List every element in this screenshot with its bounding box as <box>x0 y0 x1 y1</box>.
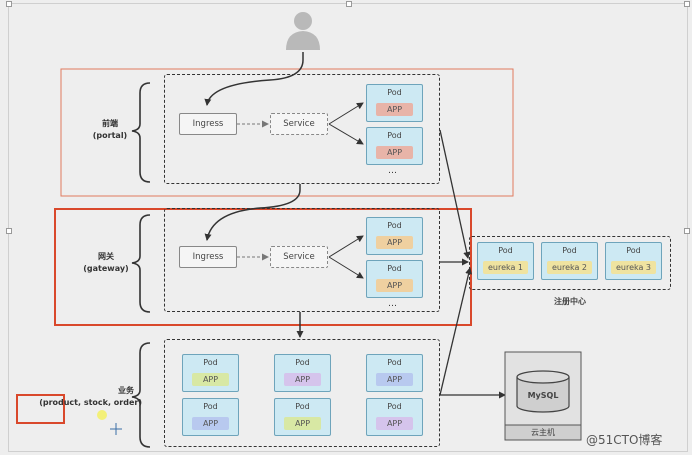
app-badge: APP <box>284 417 321 430</box>
pod-label: Pod <box>387 264 402 273</box>
gateway-brace <box>131 214 151 313</box>
portal-more-pods: … <box>388 166 397 176</box>
business-namespace <box>164 339 440 447</box>
pod-label: Pod <box>626 246 641 255</box>
gateway-ingress-node[interactable]: Ingress <box>179 246 237 268</box>
portal-service-node[interactable]: Service <box>270 113 328 135</box>
eureka-instance-badge: eureka 2 <box>547 261 592 274</box>
business-pod-3[interactable]: Pod APP <box>366 354 423 392</box>
app-badge: APP <box>192 417 229 430</box>
resize-handle-top-center[interactable] <box>346 1 352 7</box>
business-pod-4[interactable]: Pod APP <box>182 398 239 436</box>
eureka-pod-1[interactable]: Pod eureka 1 <box>477 242 534 280</box>
app-badge: APP <box>376 103 413 116</box>
portal-namespace <box>164 74 440 184</box>
gateway-pod-2[interactable]: Pod APP <box>366 260 423 298</box>
user-icon <box>286 12 320 50</box>
pod-label: Pod <box>387 358 402 367</box>
eureka-registry-cluster <box>469 236 671 290</box>
resize-handle-top-right[interactable] <box>684 1 690 7</box>
business-pod-6[interactable]: Pod APP <box>366 398 423 436</box>
business-to-eureka-arrow <box>439 267 473 396</box>
portal-pod-2[interactable]: Pod APP <box>366 127 423 165</box>
business-layer-label: 业务 (product, stock, order) <box>39 386 142 407</box>
pod-label: Pod <box>562 246 577 255</box>
pod-label: Pod <box>295 402 310 411</box>
pod-label: Pod <box>387 88 402 97</box>
product-highlight-box <box>16 394 65 424</box>
eureka-pod-2[interactable]: Pod eureka 2 <box>541 242 598 280</box>
pod-label: Pod <box>203 402 218 411</box>
portal-service-pod2-link <box>328 123 364 145</box>
resize-handle-top-left[interactable] <box>6 1 12 7</box>
gateway-namespace <box>164 208 440 312</box>
cloud-host-caption: 云主机 <box>531 428 555 437</box>
portal-layer-label: 前端 (portal) <box>92 119 128 140</box>
pod-label: Pod <box>295 358 310 367</box>
pod-label: Pod <box>387 221 402 230</box>
mysql-label: MySQL <box>527 391 559 400</box>
portal-pod-1[interactable]: Pod APP <box>366 84 423 122</box>
eureka-instance-badge: eureka 3 <box>611 261 656 274</box>
watermark: @51CTO博客 <box>586 433 663 447</box>
cloud-host-footer <box>504 424 582 441</box>
portal-brace <box>131 82 151 183</box>
business-brace <box>131 342 151 448</box>
gateway-service-pod1-link <box>328 235 364 258</box>
gateway-service-node[interactable]: Service <box>270 246 328 268</box>
registry-caption: 注册中心 <box>554 297 586 306</box>
app-badge: APP <box>376 236 413 249</box>
eureka-pod-3[interactable]: Pod eureka 3 <box>605 242 662 280</box>
app-badge: APP <box>376 417 413 430</box>
pod-label: Pod <box>387 131 402 140</box>
app-badge: APP <box>192 373 229 386</box>
database-icon <box>516 370 570 413</box>
gateway-highlight-box <box>54 208 472 326</box>
app-badge: APP <box>284 373 321 386</box>
user-to-ingress-arrow <box>204 52 304 106</box>
business-pod-1[interactable]: Pod APP <box>182 354 239 392</box>
gateway-pod-1[interactable]: Pod APP <box>366 217 423 255</box>
app-badge: APP <box>376 373 413 386</box>
portal-highlight-frame <box>60 68 514 197</box>
portal-service-pod1-link <box>328 102 364 125</box>
gateway-layer-label: 网关 (gateway) <box>83 252 129 273</box>
portal-to-eureka-arrow <box>439 129 471 259</box>
business-pod-2[interactable]: Pod APP <box>274 354 331 392</box>
resize-handle-mid-right[interactable] <box>684 228 690 234</box>
gateway-more-pods: … <box>388 299 397 309</box>
eureka-instance-badge: eureka 1 <box>483 261 528 274</box>
portal-ingress-node[interactable]: Ingress <box>179 113 237 135</box>
pod-label: Pod <box>387 402 402 411</box>
crosshair-cursor-icon <box>110 423 122 435</box>
app-badge: APP <box>376 146 413 159</box>
business-pod-5[interactable]: Pod APP <box>274 398 331 436</box>
pod-label: Pod <box>498 246 513 255</box>
pod-label: Pod <box>203 358 218 367</box>
cursor-highlight-icon <box>97 410 107 420</box>
resize-handle-mid-left[interactable] <box>6 228 12 234</box>
app-badge: APP <box>376 279 413 292</box>
gateway-service-pod2-link <box>328 256 364 279</box>
